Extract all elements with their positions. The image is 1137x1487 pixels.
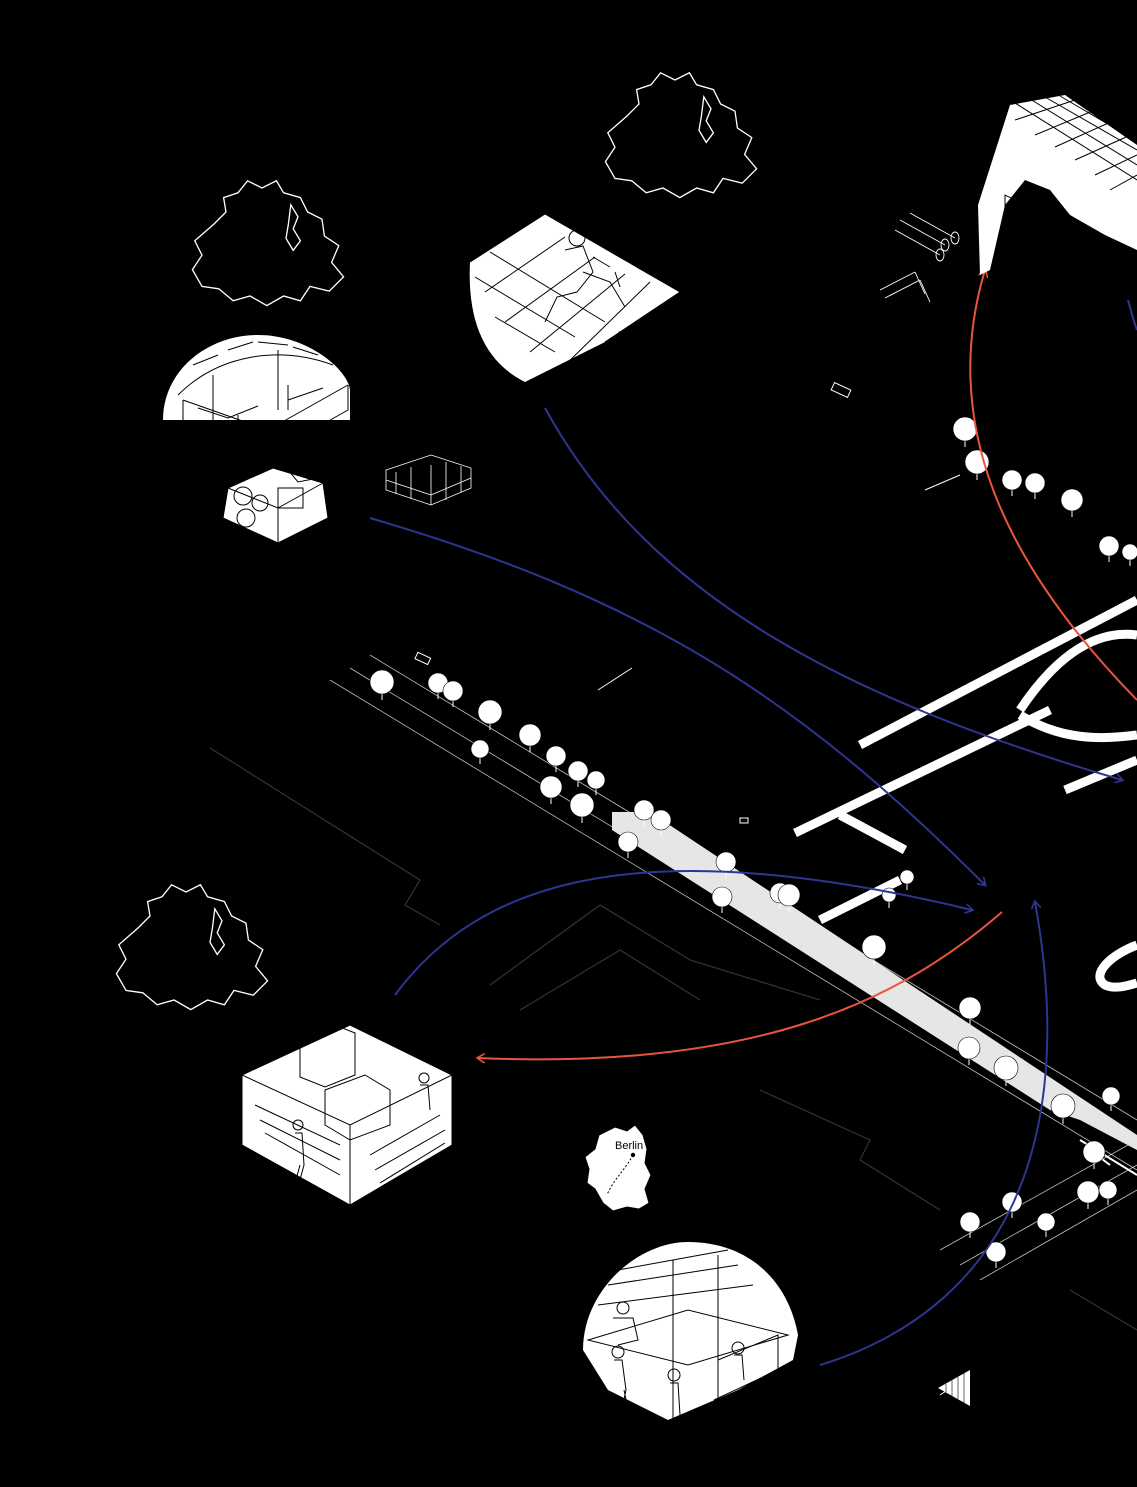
tree-icon (712, 887, 732, 907)
timber-pavilion-icon (978, 95, 1137, 275)
tree-icon (1025, 473, 1045, 493)
tree-icon (1051, 1094, 1075, 1118)
crate-stack-icon (386, 455, 471, 505)
tree-icon (1102, 1087, 1120, 1105)
tree-icon (568, 761, 588, 781)
tree-icon (443, 681, 463, 701)
street-edge-lines (330, 655, 1137, 1280)
tree-icon (1002, 1192, 1022, 1212)
germany-locator-map: Berlin (585, 1125, 651, 1211)
district-outline (699, 97, 713, 143)
tree-icon (1083, 1141, 1105, 1163)
berlin-map-icon (605, 73, 756, 198)
city-outline (192, 181, 343, 306)
berlin-map-icon (192, 181, 343, 306)
tree-icon (1061, 489, 1083, 511)
tree-icon (958, 1037, 980, 1059)
tree-icon (478, 700, 502, 724)
berlin-map-icon (116, 885, 267, 1010)
tree-icon (471, 740, 489, 758)
tree-icon (540, 776, 562, 798)
tree-icon (1122, 544, 1137, 560)
brick-masons-icon (242, 1023, 452, 1205)
tree-icon (587, 771, 605, 789)
market-stall-icon (163, 335, 350, 455)
tree-icon (716, 852, 736, 872)
city-outline (116, 885, 267, 1010)
produce-crates-icon (223, 466, 328, 543)
tree-icon (862, 935, 886, 959)
flow-arrow-top-right (1128, 300, 1137, 330)
tree-icon (1037, 1213, 1055, 1231)
tree-icon (959, 997, 981, 1019)
street-trees (370, 417, 1137, 1268)
location-label: Berlin (615, 1140, 643, 1152)
berlin-outline-maps (116, 73, 756, 1010)
tree-icon (370, 670, 394, 694)
tree-icon (1077, 1181, 1099, 1203)
tree-icon (960, 1212, 980, 1232)
city-outline (605, 73, 756, 198)
tree-icon (778, 884, 800, 906)
carpentry-workshop-icon (583, 1242, 798, 1440)
tree-icon (570, 793, 594, 817)
roof-tiler-icon (470, 214, 680, 382)
flow-arrow-to-masons (478, 912, 1002, 1059)
timber-logs-icon (880, 213, 959, 302)
tree-icon (1099, 1181, 1117, 1199)
tree-icon (618, 832, 638, 852)
germany-outline-icon (585, 1125, 651, 1211)
tree-icon (634, 800, 654, 820)
tree-icon (519, 724, 541, 746)
district-outline (210, 909, 224, 955)
tree-icon (900, 870, 914, 884)
flow-arrow-produce (370, 518, 985, 885)
section-marker-icon (938, 1370, 970, 1406)
tree-icon (994, 1056, 1018, 1080)
tree-icon (1002, 470, 1022, 490)
tree-icon (546, 746, 566, 766)
tree-icon (651, 810, 671, 830)
district-outline (286, 205, 300, 251)
tree-icon (953, 417, 977, 441)
tree-icon (1099, 536, 1119, 556)
road-network (795, 600, 1137, 987)
